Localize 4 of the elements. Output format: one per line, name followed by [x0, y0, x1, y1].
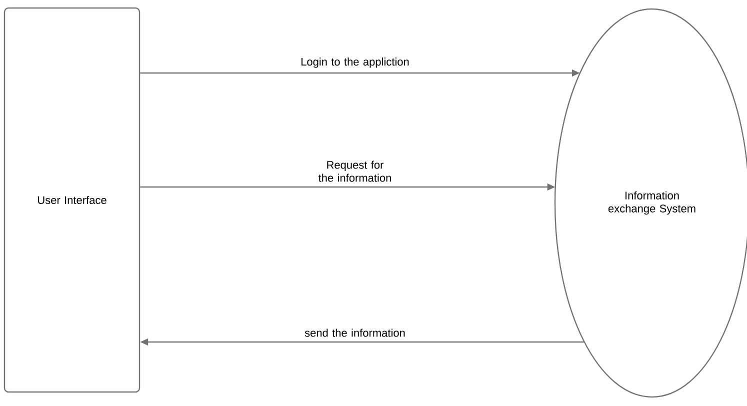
edge-label: Login to the appliction [301, 58, 409, 68]
edge-label: send the information [304, 328, 405, 337]
entity-box: User Interface [4, 7, 140, 393]
edge-label: Request for the information [318, 160, 391, 182]
